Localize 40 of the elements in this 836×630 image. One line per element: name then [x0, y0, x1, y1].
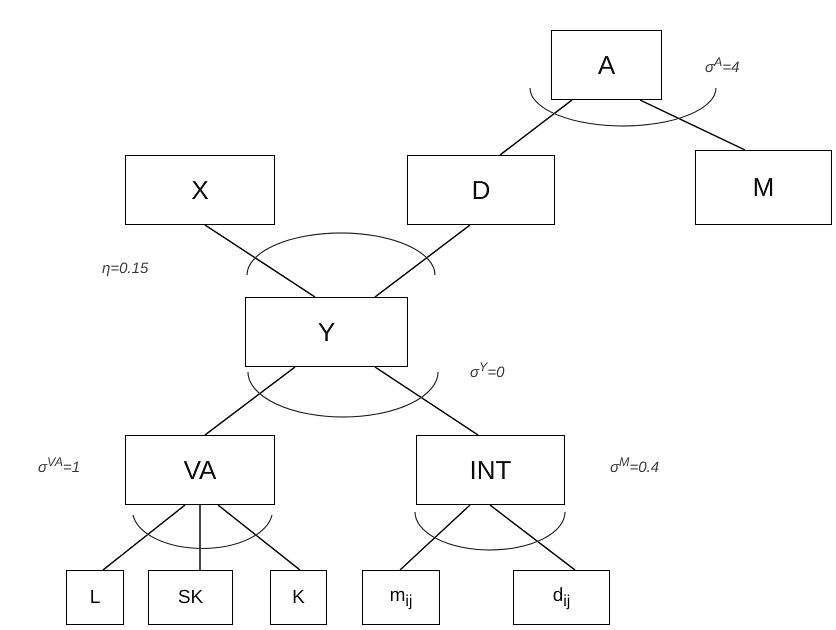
- connector-line: [490, 504, 576, 571]
- node-box: [416, 435, 565, 505]
- node-box: [66, 570, 124, 625]
- node-label: SK: [178, 586, 204, 608]
- connector-line: [102, 504, 186, 571]
- connector-line: [204, 366, 296, 436]
- node-label: L: [90, 586, 100, 608]
- node-box: [513, 570, 610, 625]
- node-box: [125, 155, 275, 225]
- node-label: D: [472, 174, 490, 206]
- node-box: [407, 155, 555, 225]
- connector-line: [204, 224, 316, 298]
- node-label: A: [598, 50, 616, 80]
- node-box: [125, 435, 275, 505]
- node-label: K: [292, 586, 305, 608]
- connector-line: [400, 504, 470, 571]
- node-box: [245, 297, 408, 367]
- node-label: M: [752, 172, 774, 203]
- node-box: [695, 150, 832, 225]
- node-label: INT: [470, 454, 512, 486]
- node-label: Y: [318, 316, 336, 348]
- parameter-label: η=0.15: [102, 260, 148, 277]
- node-label: m$_{ij}$: [390, 584, 412, 610]
- parameter-label: σ$^{Y}$=0: [470, 360, 504, 381]
- node-box: [148, 570, 233, 625]
- connector-line: [199, 505, 201, 570]
- connector-line: [640, 99, 746, 151]
- connector-line: [374, 224, 470, 298]
- connector-line: [500, 99, 572, 156]
- node-box: [270, 570, 327, 625]
- parameter-label: σ$^{M}$=0.4: [610, 455, 660, 476]
- node-box: [551, 30, 662, 100]
- connector-line: [374, 366, 478, 436]
- node-box: [362, 570, 440, 625]
- node-label: X: [191, 174, 209, 206]
- connector-line: [218, 504, 300, 571]
- node-label: d$_{ij}$: [552, 584, 570, 610]
- node-label: VA: [184, 454, 216, 486]
- parameter-label: σ$^{VA}$=1: [38, 455, 80, 476]
- parameter-label: σ$^{A}$=4: [705, 55, 740, 76]
